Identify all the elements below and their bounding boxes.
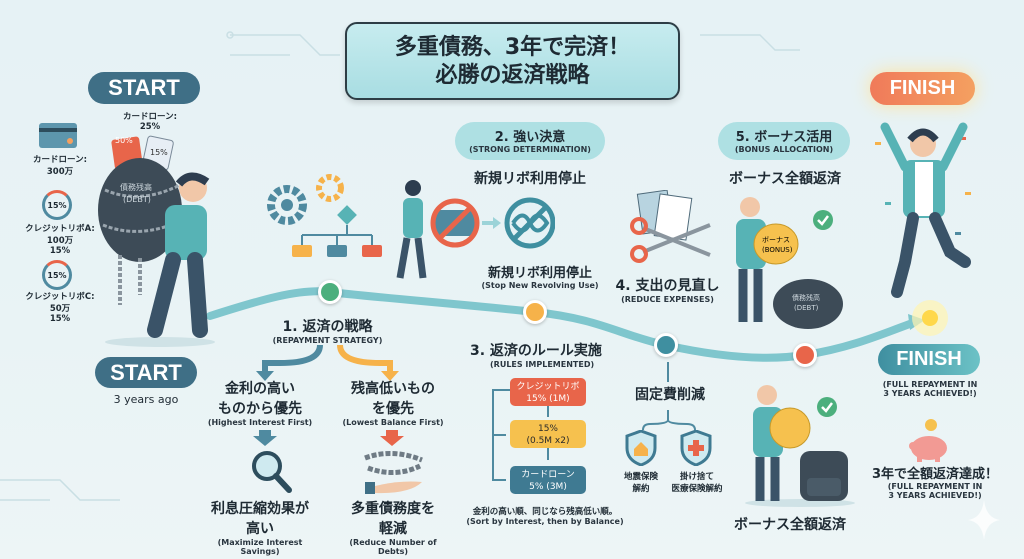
backpack-label: 債務残高 xyxy=(120,182,152,192)
rules-flow-arrows xyxy=(492,389,549,481)
celebrating-person-illustration xyxy=(875,122,971,298)
revolving-icon-c: 15% xyxy=(42,260,72,290)
sparkle-icon xyxy=(968,500,1000,540)
house-shield-icon xyxy=(625,430,657,466)
lowest-balance-first: 残高低いものを優先(Lowest Balance First) xyxy=(342,381,444,427)
full-repayment-achieved: 3年で全額返済達成！ xyxy=(871,467,999,482)
step1-marker xyxy=(318,280,342,304)
step4-marker xyxy=(654,333,678,357)
credit-card-icon xyxy=(39,123,77,148)
fixed-cost-branch xyxy=(642,362,696,431)
interest-savings-result: 利息圧縮効果が高い(Maximize Interest Savings) xyxy=(211,501,309,556)
burdened-person-illustration: 50% 15% 債務残高 (DEBT) xyxy=(98,135,215,347)
step5-badge: 5. ボーナス活用(BONUS ALLOCATION) xyxy=(718,122,850,160)
fixed-cost-reduction: 固定費削減 xyxy=(635,387,705,403)
page-title: 多重債務、3年で完済！ 必勝の返済戦略 xyxy=(345,22,680,100)
bonus-payment-illustration: ボーナス (BONUS) 債務残高 (DEBT) xyxy=(736,197,843,329)
start-badge-bottom: START xyxy=(95,357,197,388)
bonus-payment-illustration-2 xyxy=(745,385,855,507)
step2-badge: 2. 強い決意(STRONG DETERMINATION) xyxy=(455,122,605,160)
finish-badge-bottom: FINISH xyxy=(878,344,980,375)
debt-label-card-rate: カードローン:25% xyxy=(123,112,177,132)
tag-15: 15% xyxy=(150,148,168,157)
medical-shield-icon xyxy=(680,430,712,466)
step1-heading: 1. 返済の戦略(REPAYMENT STRATEGY) xyxy=(272,319,383,345)
start-time: 3 years ago xyxy=(113,393,179,406)
stop-revolving-caption: 新規リボ利用停止(Stop New Revolving Use) xyxy=(481,266,599,290)
tag-50: 50% xyxy=(115,136,133,145)
step2-action: 新規リボ利用停止 xyxy=(474,171,586,187)
step3-heading: 3. 返済のルール実施(RULES IMPLEMENTED) xyxy=(470,343,602,369)
bonus-bag-label-en: (BONUS) xyxy=(762,246,793,254)
reduce-debts-result: 多重債務度を軽減(Reduce Number of Debts) xyxy=(349,501,437,556)
magnifier-icon xyxy=(252,430,292,493)
start-badge-top: START xyxy=(88,72,200,104)
branch-arrows-icon xyxy=(256,345,399,381)
scissors-documents-icon xyxy=(630,190,711,263)
step5-marker xyxy=(793,343,817,367)
backpack-label-en: (DEBT) xyxy=(123,195,151,204)
debt-label-card-loan: カードローン:300万 xyxy=(33,155,87,177)
bonus-full-repayment: ボーナス全額返済 xyxy=(734,517,846,533)
step5-action: ボーナス全額返済 xyxy=(729,171,841,187)
stop-revolving-illustration xyxy=(396,180,555,279)
cancel-earthquake-insurance: 地震保険解約 xyxy=(623,472,658,494)
bonus-bag-label: ボーナス xyxy=(762,236,790,244)
cancel-medical-insurance: 掛け捨て医療保険解約 xyxy=(671,472,723,494)
rule-box-half-million: 15%(0.5M x2) xyxy=(510,420,586,448)
finish-badge-top: FINISH xyxy=(870,72,975,105)
piggy-bank-icon xyxy=(909,419,947,462)
title-line1: 多重債務、3年で完済！ xyxy=(394,35,631,60)
circuit-decoration xyxy=(0,31,800,501)
title-line2: 必勝の返済戦略 xyxy=(435,63,590,88)
strategy-gears-flowchart-icon xyxy=(267,174,382,257)
step3-marker xyxy=(523,300,547,324)
broken-chains-hand-icon xyxy=(364,430,423,494)
debt-bag-label: 債務残高 xyxy=(792,293,820,302)
highest-interest-first: 金利の高いものから優先(Highest Interest First) xyxy=(207,381,313,427)
debt-bag-label-en: (DEBT) xyxy=(794,304,819,312)
rules-note: 金利の高い順、同じなら残高低い順。(Sort by Interest, then… xyxy=(466,507,624,526)
step4-heading: 4. 支出の見直し(REDUCE EXPENSES) xyxy=(615,278,720,304)
revolving-icon-a: 15% xyxy=(42,190,72,220)
